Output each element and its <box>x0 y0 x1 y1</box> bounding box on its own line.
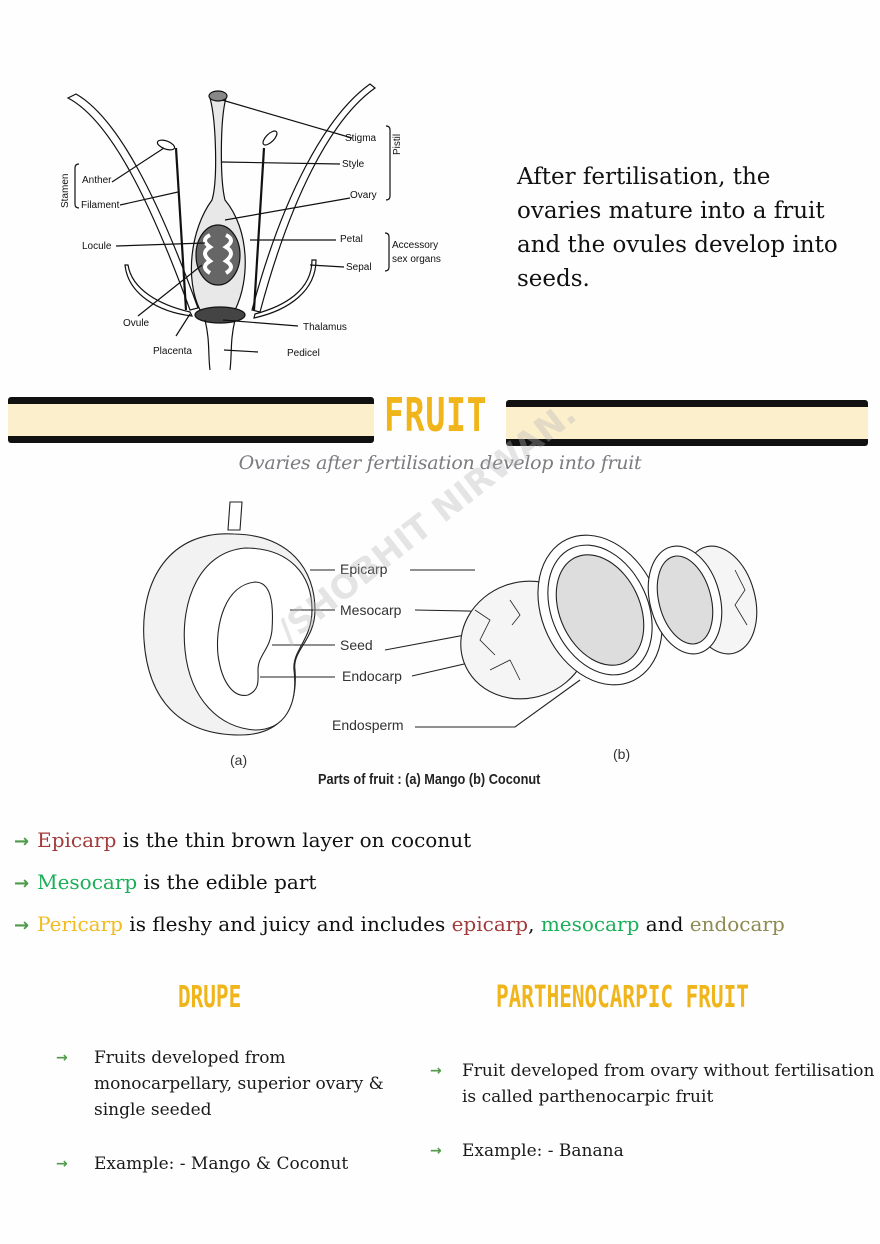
label-stigma: Stigma <box>345 133 377 144</box>
arrow-right-icon: → <box>14 831 30 852</box>
arrow-right-icon: → <box>430 1063 442 1079</box>
bullet-text: is the edible part <box>137 870 317 894</box>
drupe-point-text: Fruits developed from monocarpellary, su… <box>94 1048 384 1120</box>
label-stamen: Stamen <box>60 173 71 208</box>
section-title-drupe: DRUPE <box>178 980 242 1015</box>
label-thalamus: Thalamus <box>303 322 347 333</box>
label-epicarp: Epicarp <box>340 561 388 577</box>
label-filament: Filament <box>81 200 120 211</box>
label-seed: Seed <box>340 637 373 653</box>
drupe-point-2: → Example: - Mango & Coconut <box>56 1151 424 1177</box>
label-sepal: Sepal <box>346 262 372 273</box>
label-ovary: Ovary <box>350 190 377 201</box>
bullet-epicarp: → Epicarp is the thin brown layer on coco… <box>14 828 471 852</box>
banner-subtitle: Ovaries after fertilisation develop into… <box>238 452 642 474</box>
arrow-right-icon: → <box>14 915 30 936</box>
fruit-diagram: Epicarp Mesocarp Seed Endocarp Endosperm… <box>130 394 770 800</box>
label-accessory-2: sex organs <box>392 254 441 265</box>
term-endocarp-inline: endocarp <box>689 912 785 936</box>
label-b: (b) <box>613 746 631 762</box>
label-pistil: Pistil <box>392 133 403 155</box>
drupe-point-1: → Fruits developed from monocarpellary, … <box>56 1045 424 1123</box>
label-locule: Locule <box>82 241 112 252</box>
parthenocarpic-point-2: → Example: - Banana <box>430 1138 880 1164</box>
parthenocarpic-point-1: → Fruit developed from ovary without fer… <box>430 1058 880 1110</box>
bullet-mesocarp: → Mesocarp is the edible part <box>14 870 316 894</box>
term-pericarp: Pericarp <box>37 912 123 936</box>
parthenocarpic-point-text: Example: - Banana <box>462 1141 624 1161</box>
section-title-fruit: FRUIT <box>384 388 488 442</box>
mango-coconut-illustration <box>143 501 758 736</box>
label-mesocarp: Mesocarp <box>340 602 402 618</box>
arrow-right-icon: → <box>14 873 30 894</box>
term-mesocarp-inline: mesocarp <box>540 912 640 936</box>
term-epicarp-inline: epicarp <box>451 912 529 936</box>
term-epicarp: Epicarp <box>37 828 117 852</box>
label-pedicel: Pedicel <box>287 348 320 359</box>
fruit-caption: Parts of fruit : (a) Mango (b) Coconut <box>318 771 541 788</box>
separator-text: , <box>528 912 541 936</box>
label-style: Style <box>342 159 365 170</box>
banner-bar-right <box>506 400 868 446</box>
term-mesocarp: Mesocarp <box>37 870 138 894</box>
label-endocarp: Endocarp <box>342 668 402 684</box>
arrow-right-icon: → <box>56 1050 68 1066</box>
section-title-parthenocarpic: PARTHENOCARPIC FRUIT <box>496 980 749 1015</box>
label-placenta: Placenta <box>153 346 192 357</box>
bullet-text: is fleshy and juicy and includes <box>122 912 452 936</box>
flower-diagram: Stigma Style Ovary Pistil Petal Sepal Ac… <box>40 80 460 380</box>
bullet-pericarp: → Pericarp is fleshy and juicy and includ… <box>14 912 785 936</box>
intro-text: After fertilisation, the ovaries mature … <box>517 164 838 292</box>
parthenocarpic-point-text: Fruit developed from ovary without ferti… <box>462 1061 875 1107</box>
label-a: (a) <box>230 752 248 768</box>
drupe-point-text: Example: - Mango & Coconut <box>94 1154 349 1174</box>
label-petal: Petal <box>340 234 363 245</box>
label-endosperm: Endosperm <box>332 717 404 733</box>
arrow-right-icon: → <box>56 1156 68 1172</box>
bullet-text: is the thin brown layer on coconut <box>116 828 472 852</box>
label-anther: Anther <box>82 175 112 186</box>
arrow-right-icon: → <box>430 1143 442 1159</box>
separator-text: and <box>639 912 690 936</box>
banner-bar-left <box>8 397 374 443</box>
label-accessory-1: Accessory <box>392 240 439 251</box>
label-ovule: Ovule <box>123 318 150 329</box>
flower-illustration <box>66 83 391 371</box>
